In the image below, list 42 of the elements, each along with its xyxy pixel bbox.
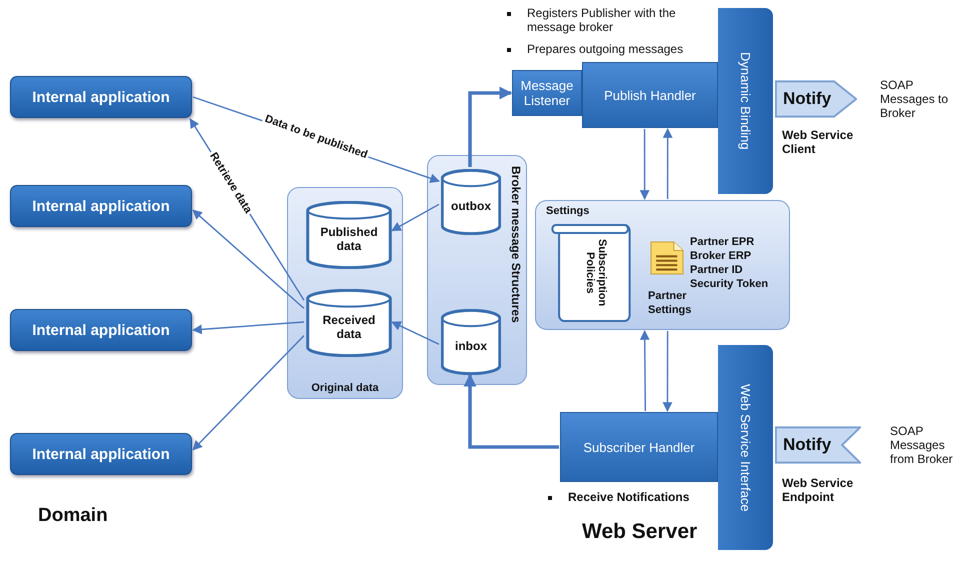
notify-banner: Notify <box>775 78 857 120</box>
process-box: Internal application <box>10 76 192 118</box>
note-text: Web Service Client <box>782 128 854 156</box>
arrow <box>192 210 304 309</box>
settings-text: Partner Settings <box>648 290 692 317</box>
interface-bar: Dynamic Binding <box>718 8 773 194</box>
note-text: Registers Publisher with the message broker <box>527 6 677 34</box>
arrow <box>464 374 559 449</box>
arrow <box>640 330 650 411</box>
database-cylinder: inbox <box>441 309 501 375</box>
settings-text: Partner EPR Broker ERP Partner ID Security Token <box>690 235 770 291</box>
database-cylinder: Published data <box>306 201 392 269</box>
process-box: Internal application <box>10 309 192 351</box>
group-title: Original data <box>310 382 380 394</box>
note-text: SOAP Messages to Broker <box>880 78 950 120</box>
database-cylinder: outbox <box>441 169 501 235</box>
database-cylinder: Received data <box>306 289 392 357</box>
note-text: SOAP Messages from Broker <box>890 424 954 466</box>
process-box: Subscriber Handler <box>560 412 718 482</box>
arrow <box>391 204 440 232</box>
notify-ribbon: Notify <box>775 424 861 466</box>
group-title: Settings <box>546 205 590 217</box>
note-text: Receive Notifications <box>568 490 690 504</box>
group-panel <box>427 155 527 385</box>
group-panel <box>287 187 403 399</box>
note-text: Web Service Endpoint <box>782 476 854 504</box>
note-text: Prepares outgoing messages <box>527 42 684 56</box>
process-box: Message Listener <box>512 70 582 116</box>
arrow <box>192 321 304 334</box>
arrow <box>662 331 672 412</box>
process-box: Internal application <box>10 185 192 227</box>
arrow <box>468 86 512 167</box>
note-text: Domain <box>38 505 109 527</box>
process-box: Internal application <box>10 433 192 475</box>
group-title: Broker message Structures <box>509 166 523 323</box>
process-box: Publish Handler <box>582 62 718 128</box>
arrow <box>640 129 650 200</box>
arrow <box>192 335 304 450</box>
interface-bar: Web Service Interface <box>718 345 773 550</box>
note-text: Web Server <box>582 520 698 544</box>
group-panel <box>535 200 790 330</box>
arrow <box>662 128 673 199</box>
